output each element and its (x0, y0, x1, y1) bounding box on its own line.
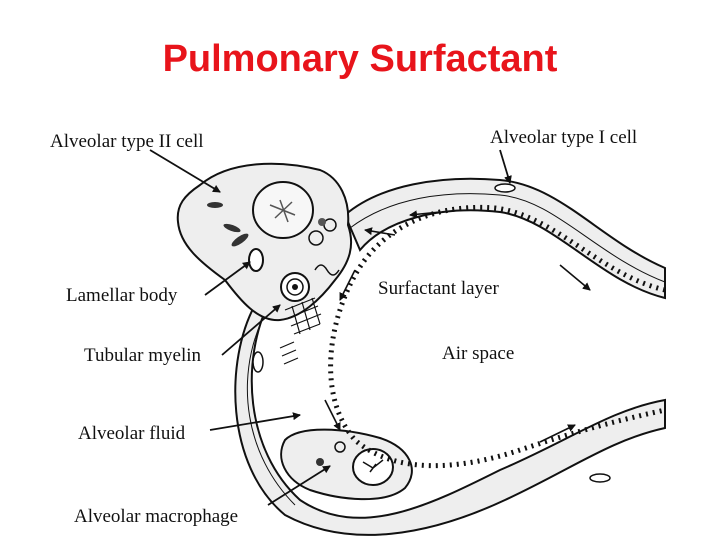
label-air-space: Air space (442, 343, 514, 364)
page-title: Pulmonary Surfactant (162, 38, 558, 80)
label-alveolar-fluid: Alveolar fluid (78, 423, 186, 444)
label-surfactant-layer: Surfactant layer (378, 278, 499, 299)
label-type-ii-cell: Alveolar type II cell (50, 131, 204, 152)
label-tubular-myelin: Tubular myelin (84, 345, 201, 366)
label-lamellar-body: Lamellar body (66, 285, 178, 306)
label-alveolar-macrophage: Alveolar macrophage (74, 506, 238, 527)
tubular-myelin-lattice (279, 297, 322, 365)
lower-alveolar-wall (234, 298, 666, 536)
label-type-i-cell: Alveolar type I cell (490, 127, 637, 148)
flow-arrows (324, 210, 591, 443)
leader-lines (149, 149, 512, 506)
